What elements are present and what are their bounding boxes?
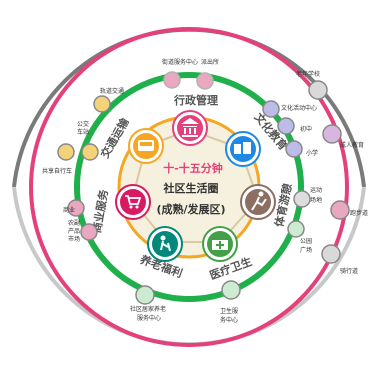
facility-labels: 街道服务中心 派出所 老年学校 文化活动中心 初中 小学 成人教育 运动 场地 … — [42, 58, 368, 324]
center-line-3: (成熟/发展区) — [156, 202, 225, 216]
elderly-care-icon — [147, 226, 183, 262]
books-education-icon — [225, 131, 261, 167]
running-person-icon — [240, 184, 276, 220]
facility-culture-center: 文化活动中心 — [281, 104, 317, 112]
shopping-cart-icon — [115, 184, 151, 220]
facility-elderly-2: 服务中心 — [137, 314, 161, 322]
label-admin: 行政管理 — [173, 93, 218, 107]
facility-market-1: 农副 — [68, 219, 80, 227]
facility-street-service: 街道服务中心 — [162, 58, 198, 66]
category-icons — [115, 110, 276, 262]
facility-walking-trail: 跑步道 — [350, 209, 368, 217]
pink-ring — [29, 27, 349, 347]
facility-health-2: 务中心 — [220, 316, 238, 324]
facility-police: 派出所 — [201, 58, 219, 66]
facility-health-1: 卫生服 — [220, 307, 238, 315]
facility-shops: 商业 — [63, 206, 75, 214]
facility-cycle-path: 骑行道 — [340, 267, 358, 275]
facility-nodes — [57, 71, 350, 305]
facility-rail: 轨道交通 — [100, 87, 124, 95]
facility-bike-share: 共享自行车 — [42, 167, 72, 175]
green-ring — [74, 72, 304, 302]
facility-park-2: 广场 — [300, 246, 312, 254]
center-line-1: 十-十五分钟 — [163, 161, 223, 175]
hospital-icon — [202, 226, 238, 262]
facility-primary-school: 小学 — [306, 149, 318, 157]
facility-bus-1: 公交 — [77, 120, 89, 128]
center-title: 十-十五分钟 社区生活圈 (成熟/发展区) — [156, 161, 225, 216]
facility-park-1: 公园 — [300, 238, 312, 245]
facility-elderly-1: 社区居家养老 — [130, 305, 166, 313]
facility-middle-school: 初中 — [300, 125, 312, 133]
facility-market-3: 市场 — [68, 235, 80, 243]
facility-sports-2: 场地 — [310, 196, 322, 204]
government-building-icon — [172, 110, 208, 146]
facility-bus-2: 车站 — [77, 128, 89, 136]
facility-senior-school: 老年学校 — [296, 70, 320, 78]
center-line-2: 社区生活圈 — [163, 181, 219, 195]
bus-icon — [128, 128, 164, 164]
facility-market-2: 产品 — [68, 227, 80, 235]
facility-sports-1: 运动 — [310, 186, 322, 194]
facility-adult-education: 成人教育 — [340, 141, 364, 149]
